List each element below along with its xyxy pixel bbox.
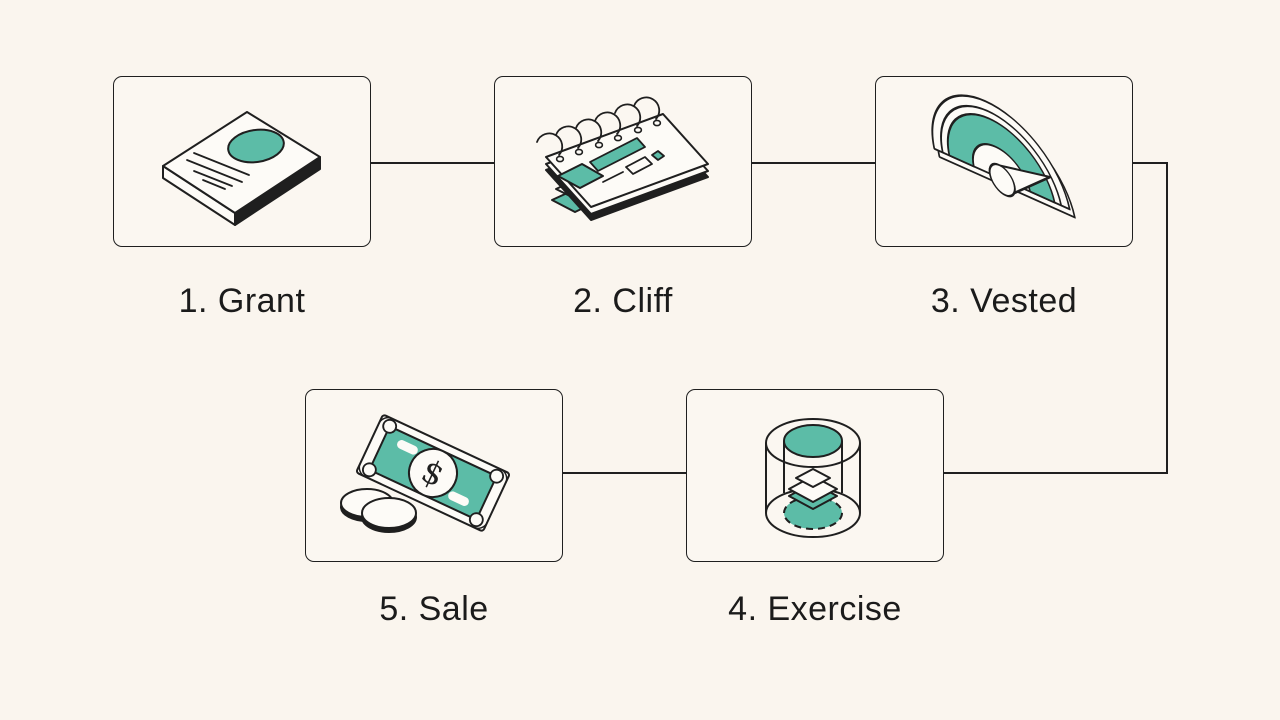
connector-grant-cliff (371, 162, 495, 164)
step-card-sale: $ (305, 389, 563, 562)
step-label-exercise: 4. Exercise (728, 590, 902, 628)
banknote-coins-icon: $ (340, 413, 510, 533)
step-label-sale: 5. Sale (379, 590, 489, 628)
contract-document-icon (162, 110, 321, 226)
connector-exercise-sale (562, 472, 687, 474)
step-label-grant: 1. Grant (178, 282, 306, 320)
spiral-notebook-icon (536, 96, 709, 221)
gauge-icon (931, 93, 1076, 219)
connector-cliff-vested (751, 162, 876, 164)
step-label-vested: 3. Vested (930, 282, 1078, 320)
step-card-cliff (494, 76, 752, 247)
connector-vested-right (1132, 162, 1168, 164)
connector-to-exercise (944, 472, 1168, 474)
step-card-grant (113, 76, 371, 247)
connector-vertical (1166, 162, 1168, 474)
step-label-cliff: 2. Cliff (573, 282, 673, 320)
step-card-vested (875, 76, 1133, 247)
step-card-exercise (686, 389, 944, 562)
cylinder-shares-icon (765, 417, 861, 538)
